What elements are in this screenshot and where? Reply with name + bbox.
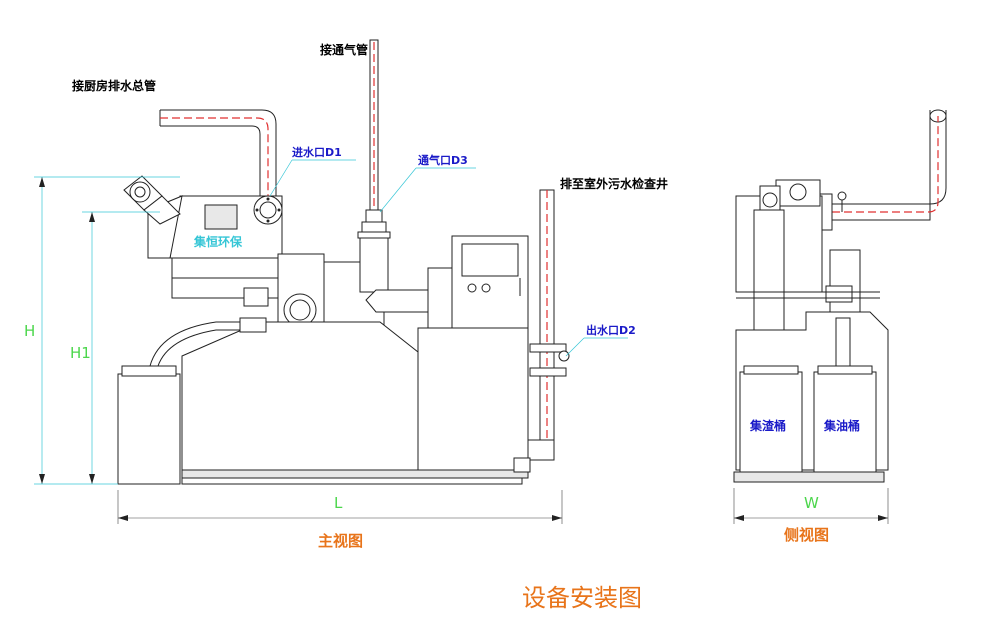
outlet-leader: [565, 337, 585, 357]
label-kitchen-drain: 接厨房排水总管: [72, 78, 156, 93]
control-cabinet: [451, 235, 529, 329]
dim-length: L: [334, 494, 343, 512]
slag-bucket-label: 集渣桶: [749, 418, 786, 433]
label-inlet: 进水口D1: [292, 145, 342, 159]
label-outlet: 出水口D2: [586, 323, 636, 337]
label-outdoor-drain: 排至室外污水检查井: [560, 176, 668, 191]
front-view: 集恒环保: [24, 39, 668, 550]
main-tank: [181, 321, 529, 485]
front-dimensions: H H1 L: [24, 176, 563, 524]
side-view-title: 侧视图: [784, 526, 829, 544]
side-drain-pipe: [817, 109, 947, 231]
outlet-pipe: [513, 189, 570, 473]
inlet-leader: [269, 159, 293, 197]
inlet-motor: [123, 175, 181, 225]
vent-pipe: [357, 39, 391, 239]
label-vent-port: 通气口D3: [418, 153, 468, 167]
drawing-title: 设备安装图: [522, 584, 642, 612]
front-view-title: 主视图: [318, 532, 363, 550]
side-dimensions: W: [733, 488, 889, 524]
vent-leader: [379, 167, 417, 213]
dim-width: W: [804, 494, 819, 512]
dim-height1: H1: [70, 344, 91, 362]
inlet-flange: [253, 195, 283, 225]
dim-height: H: [24, 322, 35, 340]
side-base: [733, 471, 885, 483]
kitchen-drain-pipe: [159, 109, 277, 196]
front-drum: [117, 287, 269, 485]
oil-bucket-label: 集油桶: [823, 418, 860, 433]
brand-logo: 集恒环保: [193, 234, 243, 249]
oil-bucket: 集油桶: [813, 365, 877, 473]
slag-bucket: 集渣桶: [739, 365, 803, 473]
label-vent-connect: 接通气管: [320, 42, 368, 57]
side-view: 集渣桶 集油桶 W 侧视图: [733, 109, 947, 544]
